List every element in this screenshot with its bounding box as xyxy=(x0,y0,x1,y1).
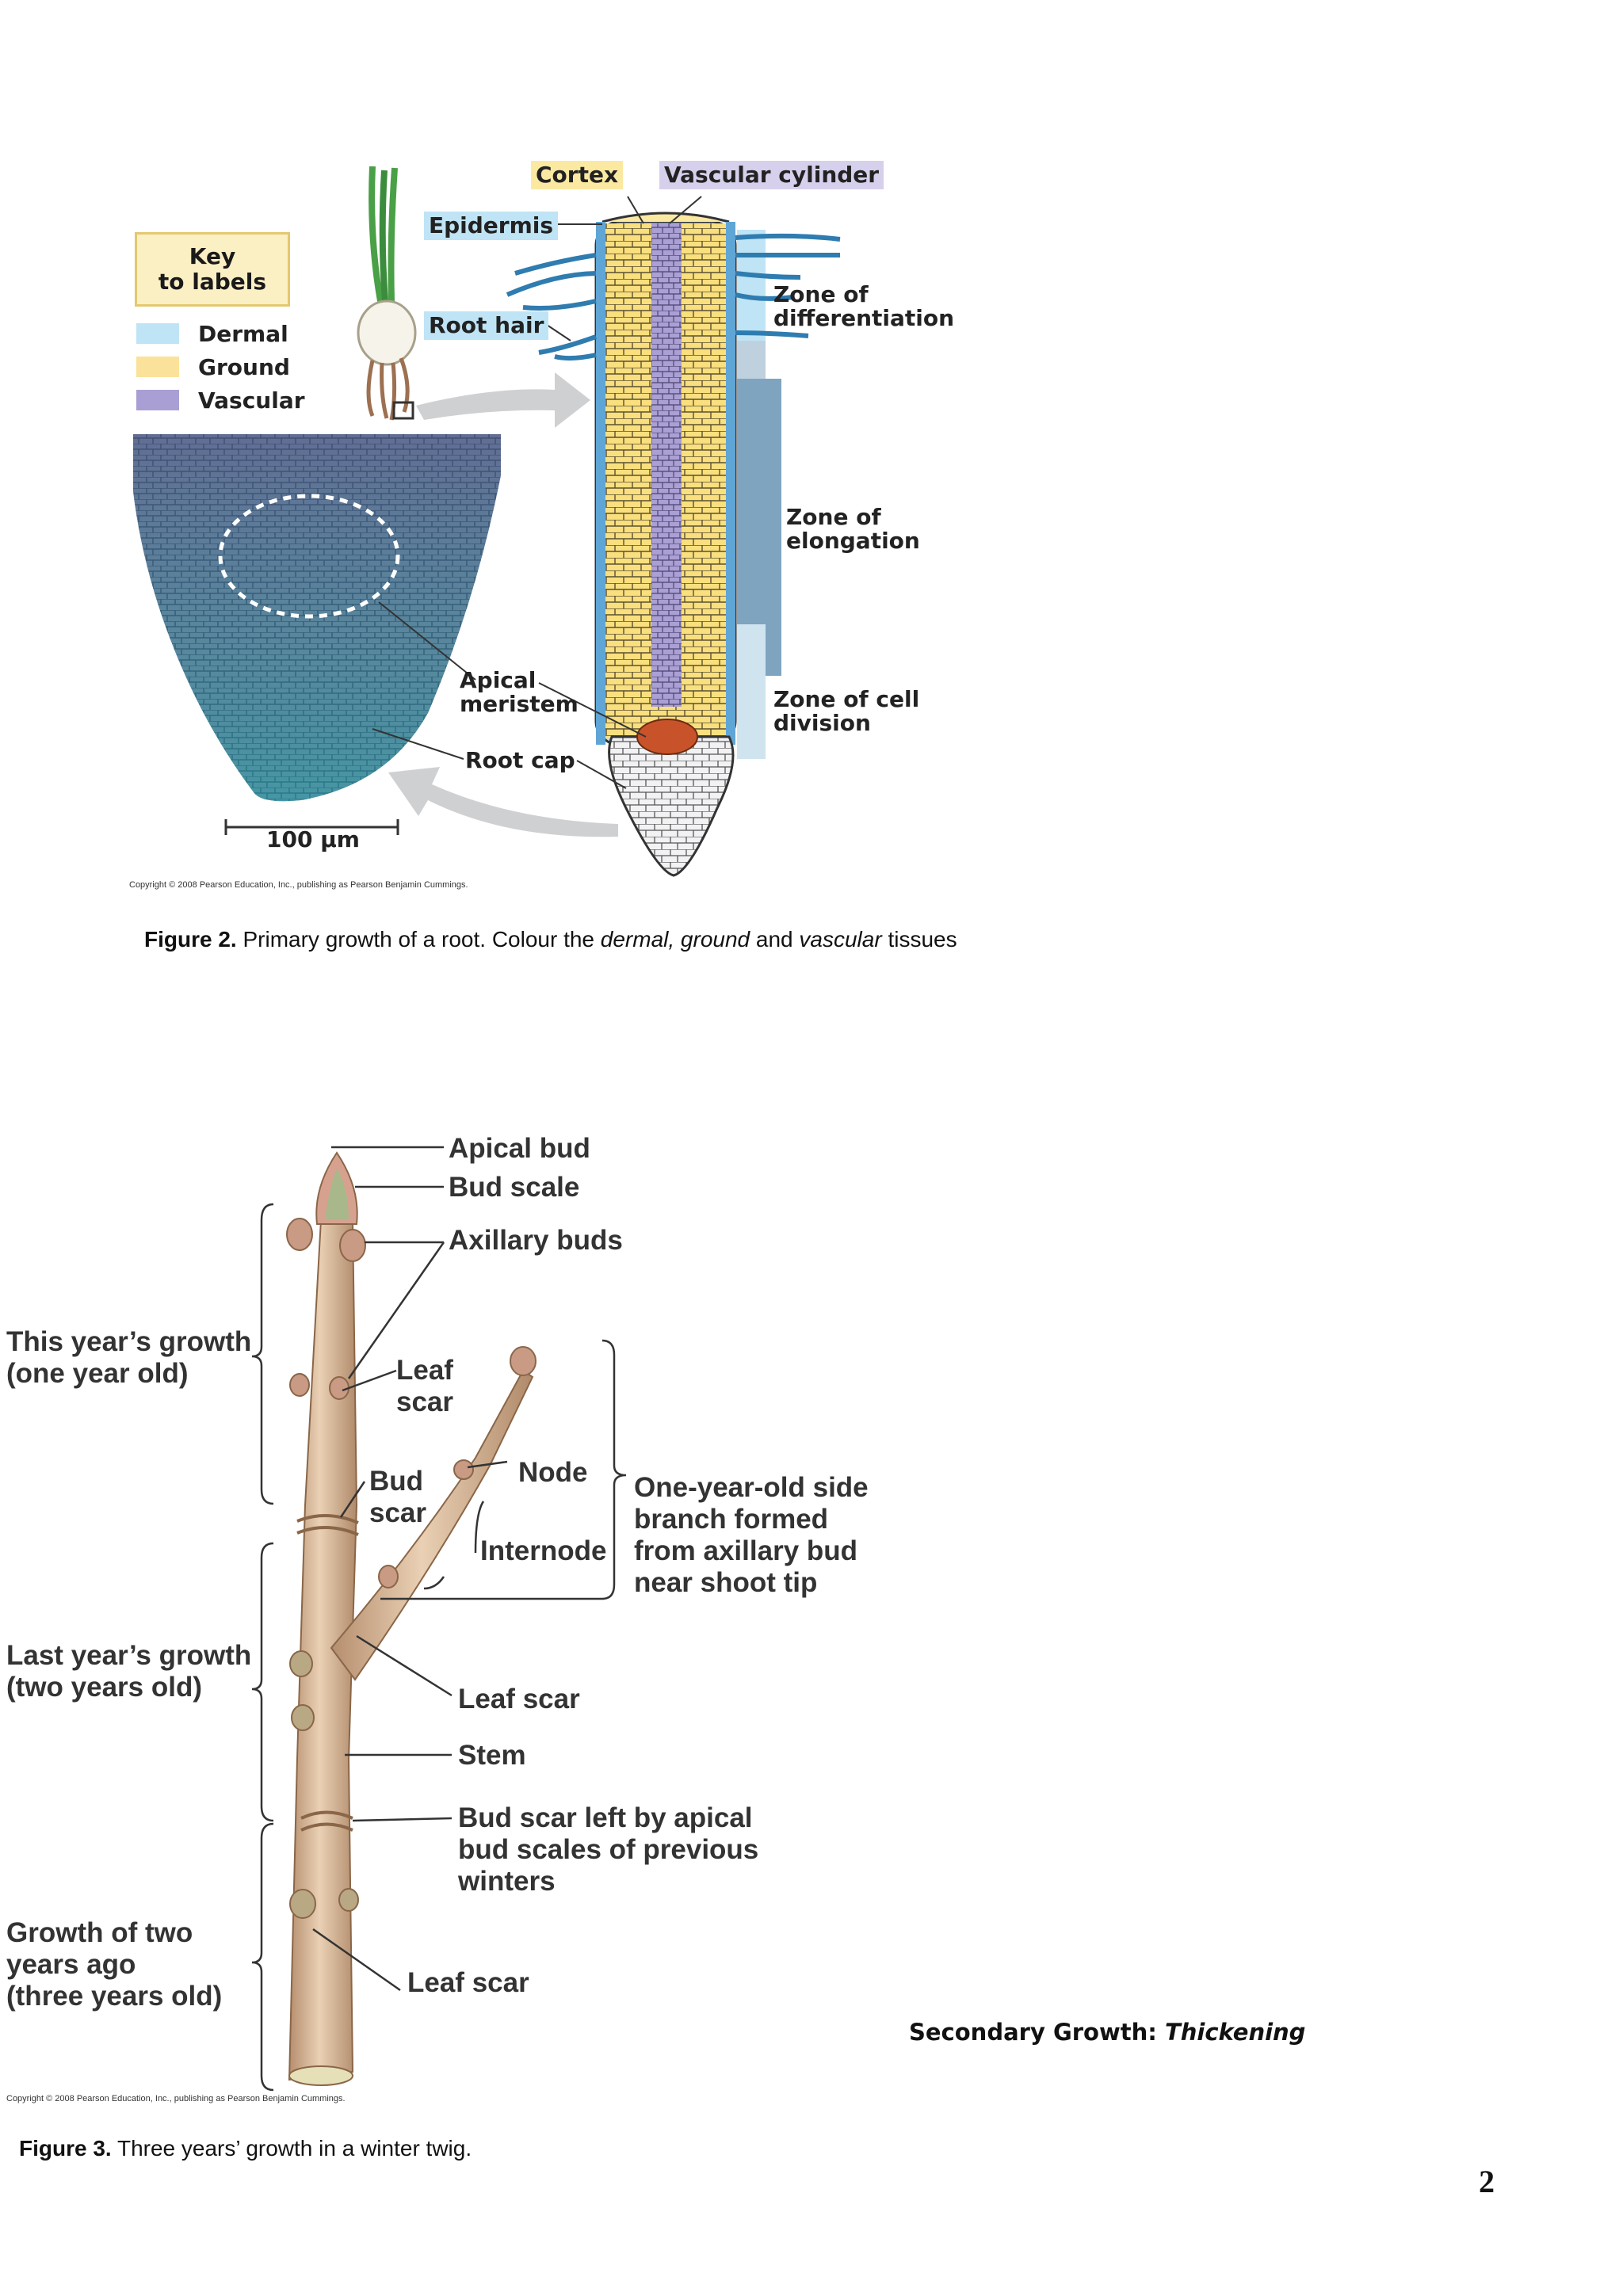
label-root-cap: Root cap xyxy=(465,747,575,773)
scale-bar-label: 100 µm xyxy=(266,826,360,852)
secondary-growth-heading: Secondary Growth: Thickening xyxy=(909,2019,1305,2046)
label-two-years-ago-1: Growth of two xyxy=(6,1917,193,1948)
label-this-year-growth-1: This year’s growth xyxy=(6,1326,252,1357)
caption-text-b: dermal, ground xyxy=(600,927,750,952)
page-number: 2 xyxy=(1479,2164,1495,2199)
label-zone-cell-division-2: division xyxy=(773,710,871,736)
label-side-branch-4: near shoot tip xyxy=(634,1567,818,1598)
label-bud-scar-left-3: winters xyxy=(458,1866,556,1897)
secondary-growth-italic: Thickening xyxy=(1164,2019,1306,2046)
label-epidermis: Epidermis xyxy=(424,212,559,240)
label-bud-scar-2: scar xyxy=(369,1497,427,1528)
secondary-growth-label: Secondary Growth: xyxy=(909,2019,1165,2046)
label-leaf-scar-bottom: Leaf scar xyxy=(407,1967,529,1998)
figure-2-caption-prefix: Figure 2. xyxy=(144,927,237,952)
legend-label-dermal: Dermal xyxy=(198,321,288,347)
label-bud-scale: Bud scale xyxy=(449,1172,580,1203)
legend-swatch-ground xyxy=(136,357,179,377)
figure-3-caption: Figure 3. Three years’ growth in a winte… xyxy=(19,2136,472,2161)
label-apical-meristem-2: meristem xyxy=(460,691,579,717)
caption-text-c: and xyxy=(750,927,800,952)
legend-label-vascular: Vascular xyxy=(198,387,305,414)
label-last-year-growth-2: (two years old) xyxy=(6,1672,202,1703)
label-two-years-ago-2: years ago xyxy=(6,1949,136,1980)
label-leaf-scar-top-2: scar xyxy=(396,1386,454,1417)
legend-label-ground: Ground xyxy=(198,354,290,380)
twig-diagram xyxy=(251,1146,627,2092)
label-zone-elongation-1: Zone of xyxy=(786,504,881,530)
label-internode: Internode xyxy=(480,1535,607,1566)
key-title-line1: Key xyxy=(189,243,236,269)
label-vascular-cylinder: Vascular cylinder xyxy=(659,161,884,189)
root-diagram xyxy=(133,166,841,877)
label-zone-cell-division-1: Zone of cell xyxy=(773,686,920,712)
legend-swatch-vascular xyxy=(136,390,179,410)
label-side-branch-2: branch formed xyxy=(634,1504,829,1535)
label-last-year-growth-1: Last year’s growth xyxy=(6,1640,252,1671)
figure-3-caption-text: Three years’ growth in a winter twig. xyxy=(111,2136,472,2161)
label-bud-scar-left-1: Bud scar left by apical xyxy=(458,1802,753,1833)
label-bud-scar-1: Bud xyxy=(369,1466,424,1497)
label-zone-differentiation-1: Zone of xyxy=(773,281,869,307)
figure-2-copyright: Copyright © 2008 Pearson Education, Inc.… xyxy=(129,880,468,890)
label-node: Node xyxy=(518,1457,588,1488)
label-bud-scar-left-2: bud scales of previous xyxy=(458,1834,759,1865)
label-root-hair: Root hair xyxy=(424,311,549,340)
label-leaf-scar-top-1: Leaf xyxy=(396,1355,453,1386)
label-two-years-ago-3: (three years old) xyxy=(6,1981,223,2012)
label-stem: Stem xyxy=(458,1740,526,1771)
label-zone-differentiation-2: differentiation xyxy=(773,305,955,331)
label-axillary-buds: Axillary buds xyxy=(449,1225,623,1256)
legend-swatch-dermal xyxy=(136,323,179,344)
label-apical-meristem-1: Apical xyxy=(460,667,537,693)
caption-text-d: vascular xyxy=(799,927,882,952)
label-cortex: Cortex xyxy=(531,161,624,189)
figure-3-copyright: Copyright © 2008 Pearson Education, Inc.… xyxy=(6,2094,346,2103)
caption-text-a: Primary growth of a root. Colour the xyxy=(236,927,601,952)
caption-text-e: tissues xyxy=(881,927,957,952)
label-zone-elongation-2: elongation xyxy=(786,528,920,554)
figure-2-caption: Figure 2. Primary growth of a root. Colo… xyxy=(144,927,957,952)
label-leaf-scar-mid: Leaf scar xyxy=(458,1684,580,1714)
label-side-branch-1: One-year-old side xyxy=(634,1472,869,1503)
label-apical-bud: Apical bud xyxy=(449,1133,590,1164)
key-title-line2: to labels xyxy=(158,269,267,295)
label-this-year-growth-2: (one year old) xyxy=(6,1358,189,1389)
label-side-branch-3: from axillary bud xyxy=(634,1535,858,1566)
figure-3-caption-prefix: Figure 3. xyxy=(19,2136,112,2161)
key-box: Key to labels xyxy=(135,232,290,307)
